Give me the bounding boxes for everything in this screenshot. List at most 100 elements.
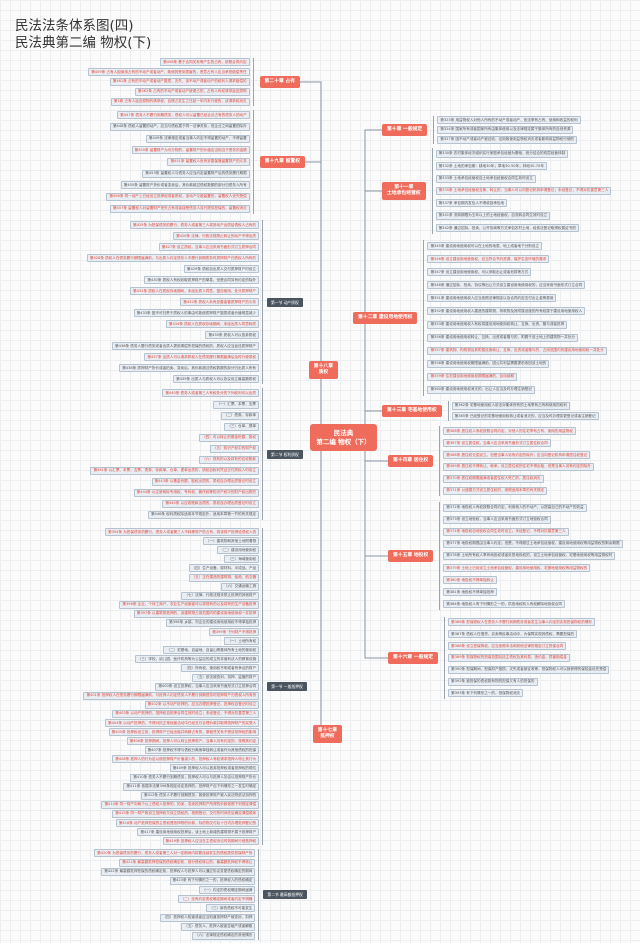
article-node[interactable]: （一）约定的债权确定期间届满 xyxy=(199,886,256,895)
article-node[interactable]: 第374条 地役权自地役权合同生效时设立；未经登记，不得对抗善意第三人 xyxy=(443,527,569,536)
section-node[interactable]: 第二节 权利质权 xyxy=(267,449,303,459)
article-node[interactable]: 第407条 抵押权不得与债权分离而单独转让或者作为其他债权的担保 xyxy=(144,746,260,755)
article-node[interactable]: 第324条 国家所有或者国家所有由集体使用以及法律规定属于集体所有的自然资源 xyxy=(437,125,574,134)
article-node[interactable]: 第357条 建筑物、构筑物及其附属设施转让、互换、出资或者赠与的，占用范围内的建… xyxy=(427,346,607,355)
article-node[interactable]: 第399条 下列财产不得抵押 xyxy=(209,628,260,637)
article-node[interactable]: 第409条 抵押权人可以放弃抵押权或者抵押权的顺位 xyxy=(169,764,260,773)
article-node[interactable]: （二）宅基地、自留地、自留山等集体所有土地的使用权 xyxy=(163,646,260,655)
article-node[interactable]: 第445条 以应收账款出质的，质权自办理出质登记时设立 xyxy=(162,499,259,508)
article-node[interactable]: 第353条 建设用地使用权人有权将建设用地使用权转让、互换、出资、赠与或者抵押 xyxy=(427,320,568,329)
article-node[interactable]: 第408条 抵押人的行为足以使抵押财产价值减少的，抵押权人有权请求抵押人停止其行… xyxy=(112,755,260,764)
article-node[interactable]: 第1款 占有人返还原物的请求权，自侵占发生之日起一年内未行使的，该请求权消灭 xyxy=(110,97,250,106)
article-node[interactable]: （五）依法被查封、扣押、监管的财产 xyxy=(192,673,260,682)
article-node[interactable]: 第341条 流转期限为五年以上的土地经营权，自流转合同生效时设立 xyxy=(435,211,551,220)
article-node[interactable]: （六）法律规定债权确定的其他情形 xyxy=(191,931,256,940)
article-node[interactable]: 第351条 建设用地使用权人应当依照法律规定以及合同约定支付出让金等费用 xyxy=(427,294,557,303)
article-node[interactable]: 第457条 留置权人对留置财产丧失占有或者接受债务人另行提供担保的，留置权消灭 xyxy=(109,204,250,213)
central-node[interactable]: 民法典 第二编 物权（下） xyxy=(310,424,377,451)
chapter-node[interactable]: 第十八章 质权 xyxy=(308,361,338,379)
article-node[interactable]: 第358条 建设用地使用权期限届满前，因公共利益需要提前收回该土地的 xyxy=(427,359,550,368)
article-node[interactable]: 第402条 以不动产抵押的，应当办理抵押登记。抵押权自登记时设立 xyxy=(144,700,260,709)
article-node[interactable]: （六）现有的以及将有的应收账款 xyxy=(199,455,259,464)
article-node[interactable]: 第437条 出质人可以请求质权人在债务履行期限届满后及时行使质权 xyxy=(144,353,259,362)
article-node[interactable]: 第455条 留置财产折价或者变卖后，其价款超过债权数额的部分归债务人所有 xyxy=(120,181,250,190)
article-node[interactable]: 第462条 占有的不动产或者动产被侵占的，占有人有权请求返还原物 xyxy=(134,87,250,96)
article-node[interactable]: 第429条 质权自出质人交付质押财产时设立 xyxy=(183,265,259,274)
chapter-node[interactable]: 第二十章 占有 xyxy=(259,76,300,88)
article-node[interactable]: 第450条 留置财产为可分物的，留置财产的价值应当相当于债务的金额 xyxy=(131,146,250,155)
article-node[interactable]: 第448条 债权人留置的动产，应当与债权属于同一法律关系，但企业之间留置的除外 xyxy=(109,122,250,131)
article-node[interactable]: 第419条 抵押权人应当在主债权诉讼时效期间行使抵押权 xyxy=(162,837,260,846)
article-node[interactable]: 第335条 土地承包经营权互换、转让的，当事人可以向登记机构申请登记；未经登记，… xyxy=(435,186,612,195)
article-node[interactable]: 第415条 同一财产既设立抵押权又设立质权的，按照登记、交付的时间先后确定清偿顺… xyxy=(112,809,260,818)
section-node[interactable]: 第一节 一般抵押权 xyxy=(267,682,307,692)
article-node[interactable]: 第434条 质权人在质权存续期间，未经出质人同意转质 xyxy=(165,320,259,329)
article-node[interactable]: 第453条 留置权人与债务人应当约定留置财产后的债务履行期限 xyxy=(142,169,250,178)
article-node[interactable]: 第436条 债务人履行债务或者出质人提前清偿所担保的债权的，质权人应当返还质押财… xyxy=(112,342,259,351)
article-node[interactable]: 第345条 建设用地使用权可以在土地的地表、地上或者地下分别设立 xyxy=(427,242,543,251)
article-node[interactable]: 第446条 权利质权除适用本节规定外，适用本章第一节的有关规定 xyxy=(147,510,259,519)
article-node[interactable]: 第348条 通过招标、拍卖、协议等出让方式设立建设用地使用权的，应当采用书面形式… xyxy=(427,281,586,290)
article-node[interactable]: （七）法律、行政法规未禁止抵押的其他财产 xyxy=(181,591,260,600)
article-node[interactable]: 第370条 居住权期限届满或者居住权人死亡的，居住权消灭 xyxy=(443,474,544,483)
article-node[interactable]: 第411条 依据本法第396条规定设定抵押的，抵押财产自下列情形之一发生时确定 xyxy=(123,782,260,791)
article-node[interactable]: 第432条 质权人负有妥善保管质押财产的义务 xyxy=(180,298,259,307)
article-node[interactable]: 第378条 土地所有权人享有地役权或者负担地役权的，设立土地承包经营权、宅基地使… xyxy=(443,551,616,560)
article-node[interactable]: 第403条 以动产抵押的，抵押权自抵押合同生效时设立；未经登记，不得对抗善意第三… xyxy=(112,709,260,718)
article-node[interactable]: 第456条 同一动产上已经设立抵押权或者质权，该动产又被留置的，留置权人优先受偿 xyxy=(106,192,250,201)
article-node[interactable]: （三）新的债权不可能发生 xyxy=(206,904,256,913)
article-node[interactable]: 第387条 债权人在借贷、买卖等民事活动中，为保障实现其债权，需要担保的 xyxy=(448,630,578,639)
article-node[interactable]: 第356条 建设用地使用权转让、互换、出资或者赠与的，附着于该土地上的建筑物一并… xyxy=(427,333,578,342)
article-node[interactable]: 第416条 动产抵押担保的主债权是抵押物的价款，标的物交付后十日内办理抵押登记的 xyxy=(115,819,260,828)
article-node[interactable]: 第425条 为担保债务的履行，债务人或者第三人将其动产出质给债权人占有的 xyxy=(130,221,259,229)
article-node[interactable]: 第451条 留置权人负有妥善保管留置财产的义务 xyxy=(167,157,250,166)
article-node[interactable]: 第458条 基于合同关系等产生的占有，依照合同约定 xyxy=(160,58,250,67)
article-node[interactable]: （二）债券、存款单 xyxy=(220,411,259,420)
article-node[interactable]: （二）建设用地使用权 xyxy=(217,546,260,555)
article-node[interactable]: 第389条 担保物权的担保范围包括主债权及其利息、违约金、损害赔偿金 xyxy=(448,653,570,662)
article-node[interactable]: 第438条 质押财产折价或者拍卖、变卖后，其价款超过债权数额的部分归出质人所有 xyxy=(119,364,259,373)
article-node[interactable]: 第430条 质权人有权收取质押财产的孳息，但是合同另有约定的除外 xyxy=(144,276,259,285)
article-node[interactable]: 第421条 最高额抵押担保的债权确定前，部分债权转让的，最高额抵押权不得转让 xyxy=(119,858,256,867)
article-node[interactable]: 第392条 被担保的债权既有物的担保又有人的担保的 xyxy=(448,677,538,686)
article-node[interactable]: 第396条 企业、个体工商户、农业生产经营者可以将现有的以及将有的生产设备抵押 xyxy=(119,600,260,609)
article-node[interactable]: 第386条 担保物权人在债务人不履行到期债务或者发生当事人约定的实现担保物权的情… xyxy=(448,618,596,627)
article-node[interactable]: 第410条 债务人不履行到期债务，抵押权人可以与抵押人协议以抵押财产折价 xyxy=(130,773,260,782)
chapter-node[interactable]: 第十九章 留置权 xyxy=(259,156,305,168)
article-node[interactable]: 第422条 最高额抵押担保的债权确定前，抵押权人与抵押人可以通过协议变更债权确定… xyxy=(101,867,256,876)
article-node[interactable]: 第368条 居住权无偿设立，但是当事人另有约定的除外；应当向登记机构申请居住权登… xyxy=(443,451,591,460)
article-node[interactable]: 第428条 质权人在债务履行期限届满前，与出质人约定债务人不履行到期债务时质押财… xyxy=(86,254,259,263)
article-node[interactable]: 第431条 质权人在质权存续期间，未经出质人同意，擅自使用、处分质押财产 xyxy=(130,287,259,296)
article-node[interactable]: 第342条 通过招标、拍卖、公开协商等方式承包农村土地，经依法登记取得权属证书的 xyxy=(435,224,579,233)
article-node[interactable]: （六）交通运输工具 xyxy=(220,582,260,591)
article-node[interactable]: 第367条 设立居住权，当事人应当采用书面形式订立居住权合同 xyxy=(443,439,551,448)
article-node[interactable]: 第444条 以注册商标专用权、专利权、著作权等知识产权中的财产权出质的 xyxy=(133,488,259,497)
article-node[interactable]: 第394条 为担保债务的履行，债务人或者第三人不转移财产的占有，将该财产抵押给债… xyxy=(105,528,260,537)
article-node[interactable]: 第414条 同一财产向两个以上债权人抵押的，拍卖、变卖抵押财产所得的价款依照下列… xyxy=(101,800,260,809)
article-node[interactable]: 第390条 担保期间，担保财产毁损、灭失或者被征收等，担保物权人可以就获得的保险… xyxy=(448,665,610,674)
article-node[interactable]: 第360条 建设用地使用权消灭的，出让人应当及时办理注销登记 xyxy=(427,385,535,394)
article-node[interactable]: 第379条 土地上已经设立土地承包经营权、建设用地使用权、宅基地使用权等用益物权… xyxy=(443,564,591,573)
article-node[interactable]: 第366条 居住权人有权按照合同约定，对他人的住宅享有占有、使用的用益物权 xyxy=(443,427,576,436)
article-node[interactable]: （三）学校、幼儿园、医疗机构等为公益目的成立的非营利法人的教育设施 xyxy=(134,655,260,664)
article-node[interactable]: 第330条 农村集体经济组织实行家庭承包经营为基础、统分结合的双层经营体制 xyxy=(435,149,569,158)
article-node[interactable]: 第362条 宅基地使用权人依法对集体所有的土地享有占有和使用的权利 xyxy=(451,401,570,410)
chapter-node[interactable]: 第十四章 居住权 xyxy=(388,455,434,467)
article-node[interactable]: （一）土地所有权 xyxy=(224,637,260,646)
article-node[interactable]: 第397条 以建筑物抵押的，该建筑物占用范围内的建设用地使用权一并抵押 xyxy=(133,609,260,618)
article-node[interactable]: 第369条 居住权不得转让、继承。设立居住权的住宅不得出租，但是当事人另有约定的… xyxy=(443,462,594,471)
article-node[interactable]: （三）仓单、提单 xyxy=(224,422,259,431)
article-node[interactable]: 第461条 占有的不动产或者动产毁损、灭失，该不动产或者动产的权利人请求赔偿的 xyxy=(109,77,250,86)
article-node[interactable]: 第420条 为担保债务的履行，债务人或者第三人对一定期间内将要连续发生的债权提供… xyxy=(94,849,256,858)
article-node[interactable]: 第398条 乡镇、村企业的建设用地使用权不得单独抵押 xyxy=(166,618,260,627)
article-node[interactable]: 第381条 地役权不得单独抵押 xyxy=(443,588,497,597)
article-node[interactable]: 第401条 抵押权人在债务履行期限届满前，与抵押人约定债务人不履行到期债务时抵押… xyxy=(83,691,260,700)
chapter-node[interactable]: 第十二章 建设用地使用权 xyxy=(353,312,418,324)
article-node[interactable]: 第427条 设立质权，当事人应当采用书面形式订立质押合同 xyxy=(158,243,259,252)
article-node[interactable]: 第347条 设立建设用地使用权，可以采取出让或者划拨等方式 xyxy=(427,268,532,277)
article-node[interactable]: 第359条 住宅建设用地使用权期限届满的，自动续期 xyxy=(427,372,517,381)
section-node[interactable]: 第一节 动产质权 xyxy=(267,297,303,307)
article-node[interactable]: （四）所有权、使用权不明或者有争议的财产 xyxy=(181,664,260,673)
article-node[interactable]: 第388条 设立担保物权，应当依照本法和其他法律的规定订立担保合同 xyxy=(448,642,567,651)
article-node[interactable]: 第449条 法律规定或者当事人约定不得留置的动产，不得留置 xyxy=(145,134,250,143)
